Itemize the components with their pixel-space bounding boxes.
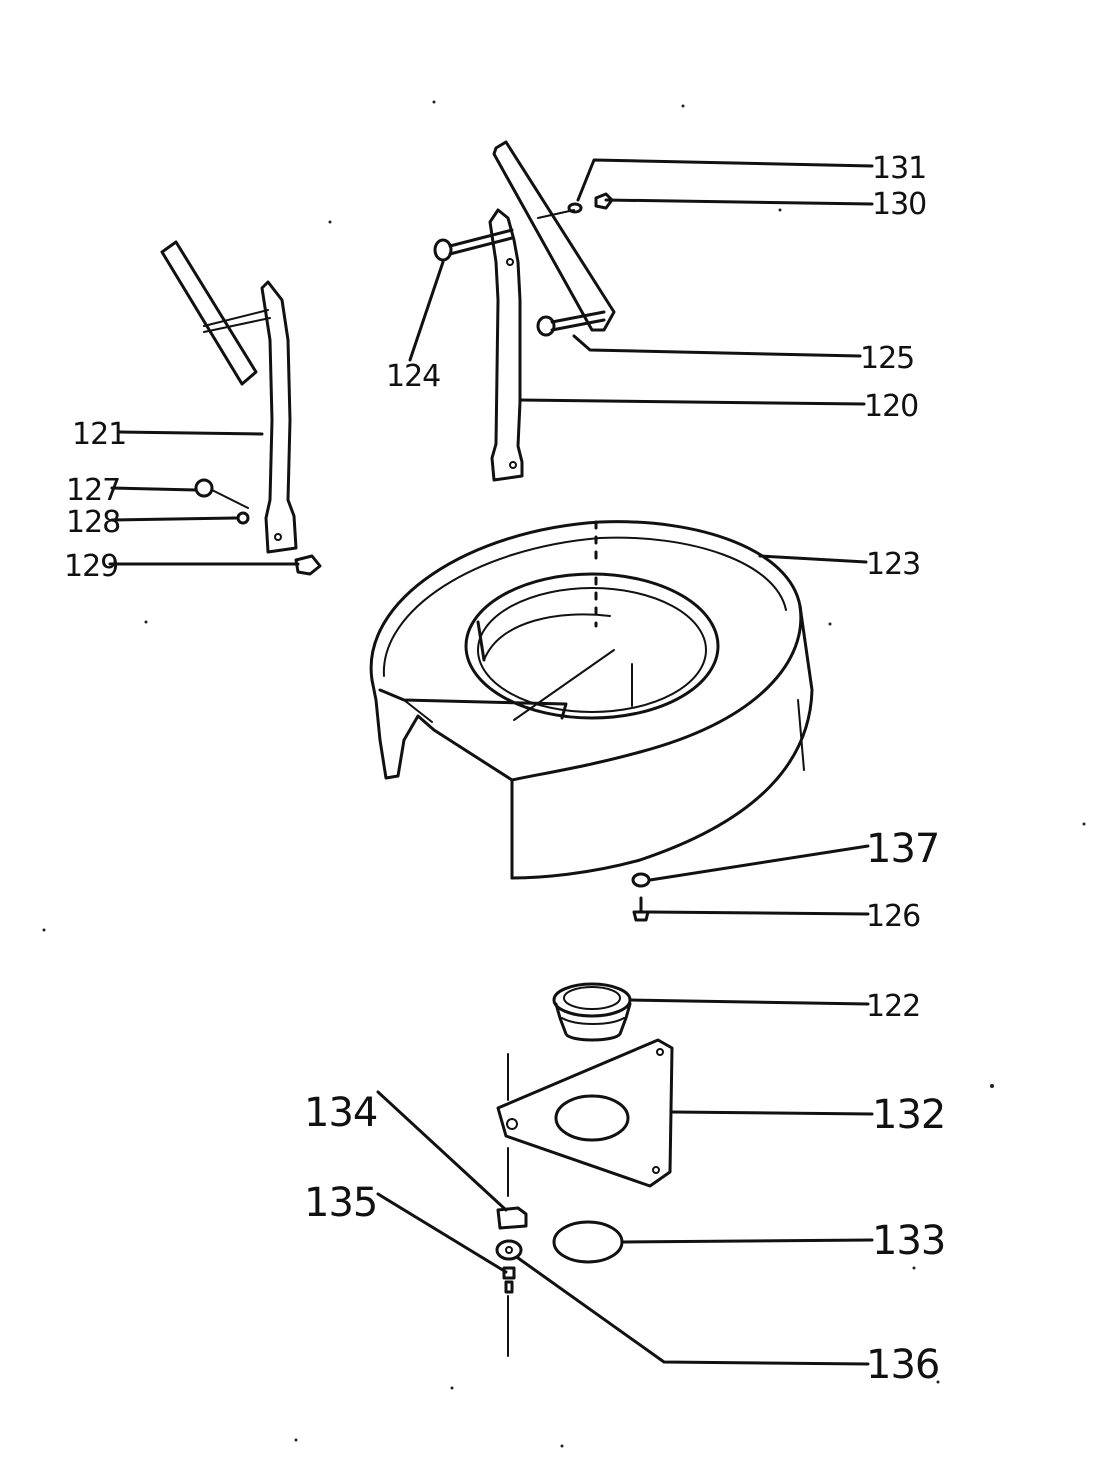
screw-135 — [502, 1266, 516, 1294]
label-133: 133 — [872, 1218, 945, 1264]
label-126: 126 — [866, 899, 920, 934]
label-121: 121 — [72, 417, 126, 452]
washer-131 — [567, 202, 583, 214]
washer-136 — [495, 1239, 523, 1261]
label-122: 122 — [866, 989, 920, 1024]
label-124: 124 — [386, 359, 440, 394]
gasket-133 — [552, 1220, 624, 1264]
right-diagonal-strap — [492, 140, 616, 332]
left-diagonal-strap — [160, 240, 258, 386]
label-131: 131 — [872, 151, 926, 186]
right-bracket-assembly — [433, 140, 616, 482]
bolt-125 — [536, 310, 606, 337]
nut-130 — [594, 192, 614, 210]
label-127: 127 — [66, 473, 120, 508]
label-134: 134 — [304, 1090, 377, 1136]
bolt-127 — [194, 478, 249, 509]
label-137: 137 — [866, 826, 939, 872]
scan-specks — [42, 100, 1086, 1448]
plate-132 — [496, 1038, 674, 1188]
label-132: 132 — [872, 1092, 945, 1138]
bracket-121 — [260, 280, 298, 554]
label-123: 123 — [866, 547, 920, 582]
bracket-120 — [488, 208, 524, 482]
screw-126 — [632, 896, 650, 922]
callout-labels: 131 130 124 125 120 121 127 128 129 123 … — [64, 151, 946, 1388]
leader-lines — [108, 158, 874, 1366]
label-130: 130 — [872, 187, 926, 222]
label-128: 128 — [66, 505, 120, 540]
label-136: 136 — [866, 1342, 939, 1388]
bushing-122 — [552, 982, 632, 1042]
nut-129 — [294, 554, 322, 576]
housing-123 — [369, 520, 814, 880]
fastener-stack — [495, 1053, 528, 1357]
left-bracket-assembly — [160, 240, 322, 576]
label-125: 125 — [860, 341, 914, 376]
nut-134 — [496, 1206, 528, 1230]
label-129: 129 — [64, 549, 118, 584]
label-120: 120 — [864, 389, 918, 424]
washer-137 — [631, 872, 651, 888]
nut-128 — [236, 511, 250, 525]
label-135: 135 — [304, 1180, 377, 1226]
bolt-124 — [433, 228, 514, 262]
